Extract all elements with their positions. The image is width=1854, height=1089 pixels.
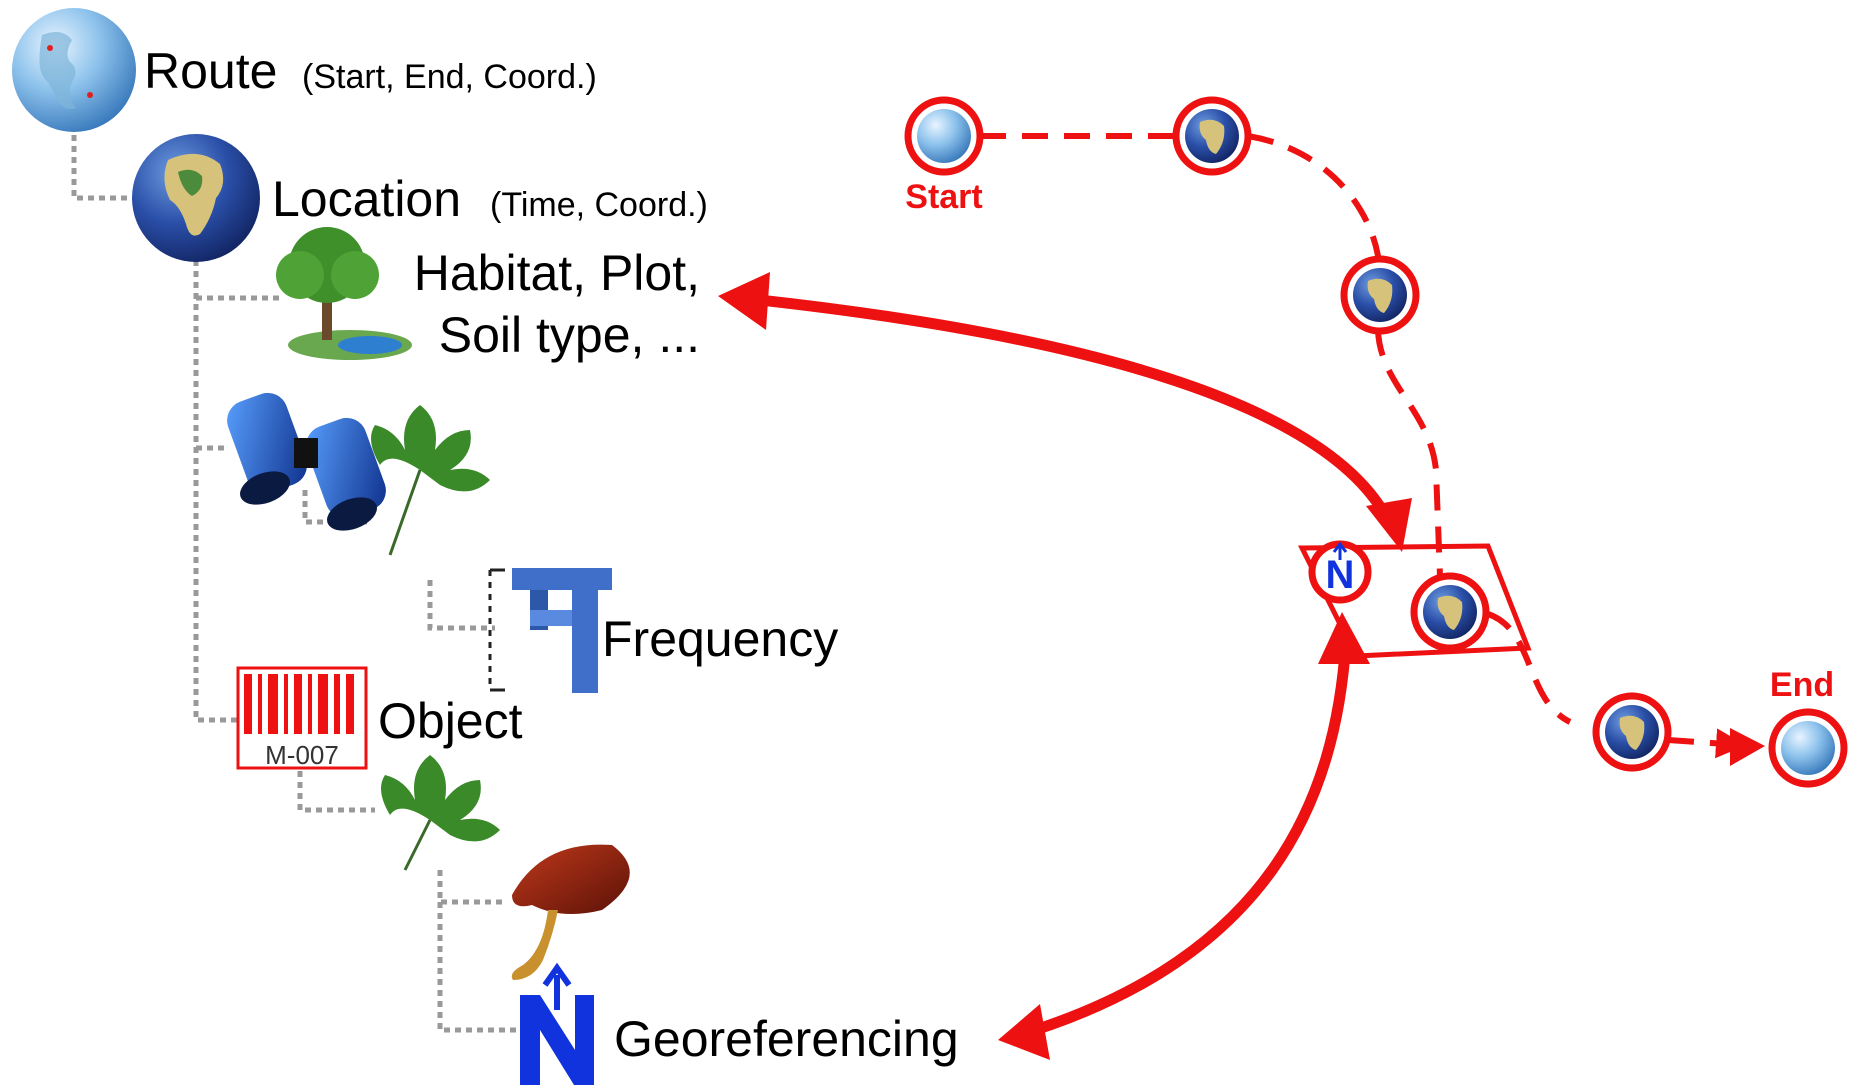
georeferencing-label: Georeferencing bbox=[614, 1011, 959, 1067]
route-detail: (Start, End, Coord.) bbox=[302, 58, 597, 96]
tree-labels: Route (Start, End, Coord.) Location (Tim… bbox=[144, 43, 959, 1067]
arrow-head-habitat bbox=[718, 272, 770, 330]
route-segment-3 bbox=[1375, 329, 1443, 577]
location-detail: (Time, Coord.) bbox=[490, 186, 708, 224]
frequency-label: Frequency bbox=[602, 611, 838, 667]
route-waypoint-globe-1 bbox=[1172, 96, 1252, 176]
connector-leaf-north bbox=[437, 902, 518, 1033]
route-end-globe bbox=[1768, 708, 1848, 788]
north-arrow-icon bbox=[520, 962, 594, 1085]
connector-route-location bbox=[71, 135, 138, 201]
globe-africa-icon bbox=[132, 134, 260, 262]
route-segment-2 bbox=[1247, 133, 1381, 257]
route-start-label: Start bbox=[905, 178, 982, 216]
barcode-icon: M-007 bbox=[236, 666, 368, 770]
route-waypoint-globe-4 bbox=[1592, 692, 1672, 772]
big-red-arrows bbox=[718, 272, 1412, 1060]
mushroom-icon bbox=[511, 844, 630, 980]
tree-connectors bbox=[71, 135, 518, 1033]
route-end-arrowhead bbox=[1730, 728, 1765, 766]
route-segment-5 bbox=[1667, 728, 1746, 759]
route-label: Route bbox=[144, 43, 277, 99]
binoculars-icon bbox=[227, 392, 386, 531]
route-end-label: End bbox=[1770, 666, 1834, 704]
leaf-icon bbox=[371, 405, 490, 556]
arrow-head-location-top bbox=[1366, 498, 1412, 552]
habitat-line-2: Soil type, ... bbox=[439, 307, 700, 363]
arrow-habitat-to-location bbox=[759, 294, 1393, 523]
globe-americas-icon bbox=[12, 8, 136, 132]
connector-leaf-caliper bbox=[427, 580, 495, 631]
route-waypoint-globe-3 bbox=[1410, 572, 1490, 652]
route-segment-4 bbox=[1486, 611, 1572, 725]
connector-leaf-mushroom bbox=[437, 870, 505, 905]
arrow-georef-to-location bbox=[1014, 639, 1352, 1042]
connector-object-leaf bbox=[297, 760, 375, 813]
route-path bbox=[980, 133, 1746, 759]
arrow-head-location-bottom bbox=[1318, 612, 1370, 664]
tree-icon bbox=[276, 227, 412, 360]
plot-north-symbol: N bbox=[1326, 553, 1355, 597]
location-plot-box bbox=[1297, 543, 1532, 659]
route-waypoint-globe-2 bbox=[1340, 255, 1420, 335]
object-label: Object bbox=[378, 693, 523, 749]
connector-location-children bbox=[193, 260, 238, 723]
arrow-head-georef bbox=[998, 1004, 1050, 1060]
location-label: Location bbox=[272, 171, 461, 227]
habitat-line-1: Habitat, Plot, bbox=[414, 245, 700, 301]
caliper-icon bbox=[488, 568, 612, 693]
barcode-text: M-007 bbox=[265, 740, 339, 770]
route-start-globe bbox=[904, 96, 984, 176]
plot-north-marker: N bbox=[1308, 540, 1372, 604]
leaf-icon bbox=[381, 755, 500, 871]
